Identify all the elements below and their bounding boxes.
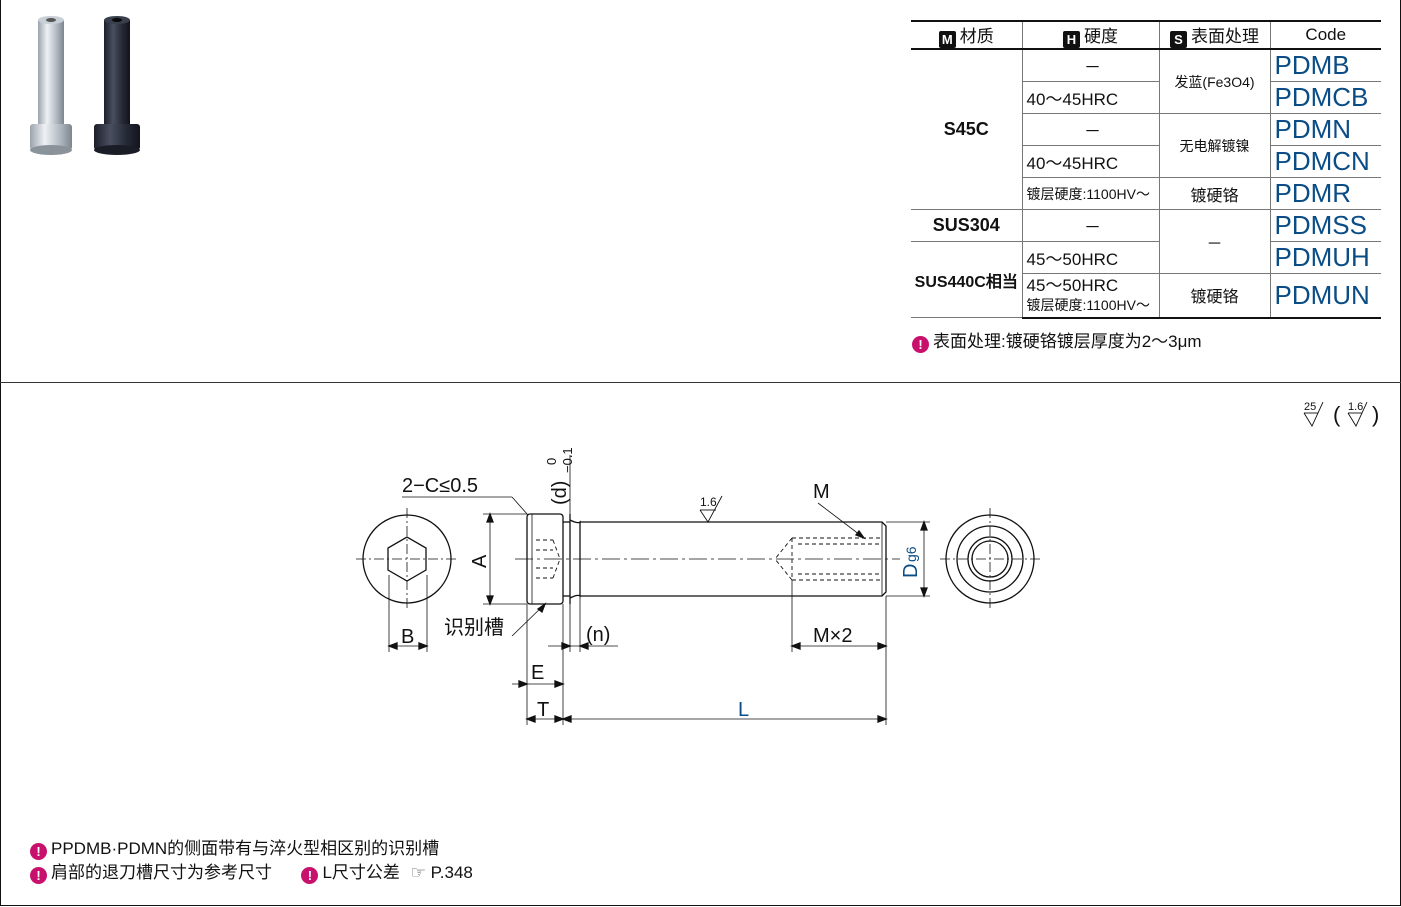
hardness-badge: H <box>1063 31 1080 48</box>
code-cell: PDMUN <box>1270 273 1381 319</box>
material-s45c: S45C <box>911 49 1023 210</box>
d-tolerance-top: 0 <box>544 458 559 465</box>
header-hardness-label: 硬度 <box>1084 27 1118 46</box>
code-cell: PDMCB <box>1270 81 1381 114</box>
d-label: (d) <box>549 481 571 505</box>
table-note: !表面处理:镀硬铬镀层厚度为2～3μm <box>912 327 1202 353</box>
page-ref-icon: ☞ <box>410 863 426 882</box>
hardness-plating: 镀层硬度:1100HV～ <box>1026 296 1150 313</box>
table-row: SUS304 － － PDMSS <box>911 209 1381 274</box>
surface-symbol-paren-close: ) <box>1372 402 1379 427</box>
header-code-label: Code <box>1305 25 1347 44</box>
a-label: A <box>469 554 491 568</box>
surface-cell: 镀硬铬 <box>1159 273 1271 319</box>
code-cell: PDMUH <box>1270 241 1381 274</box>
hardness-cell: － <box>1022 209 1160 242</box>
n-label: (n) <box>586 624 610 646</box>
hardness-cell: 45～50HRC <box>1022 241 1160 274</box>
b-label: B <box>401 626 414 648</box>
footer-note-2-text: 肩部的退刀槽尺寸为参考尺寸 <box>51 863 272 882</box>
product-photo <box>30 16 140 155</box>
footer-note-1: !PPDMB·PDMN的侧面带有与淬火型相区别的识别槽 <box>30 834 439 860</box>
table-note-text: 表面处理:镀硬铬镀层厚度为2～3μm <box>933 332 1202 351</box>
D-label: D <box>900 564 922 578</box>
surface-cell: 发蓝(Fe3O4) <box>1159 49 1271 114</box>
mx2-label: M×2 <box>813 625 852 647</box>
table-row: SUS440C相当 45～50HRC PDMUH <box>911 241 1381 318</box>
surface-cell: 镀硬铬 <box>1159 177 1271 210</box>
table-row: 40～45HRC PDMCB <box>911 81 1381 114</box>
footer-note-1-text: PPDMB·PDMN的侧面带有与淬火型相区别的识别槽 <box>51 839 440 858</box>
groove-label: 识别槽 <box>444 616 504 639</box>
chamfer-label: 2−C≤0.5 <box>402 475 478 497</box>
info-icon: ! <box>301 867 319 884</box>
surface-symbol-paren: 1.6 <box>1348 401 1363 413</box>
table-row: － 无电解镀镍 PDMN <box>911 113 1381 178</box>
page-ref-link[interactable]: P.348 <box>430 863 473 882</box>
roughness-label: 1.6 <box>700 495 717 509</box>
hardness-value: 45～50HRC <box>1026 275 1119 295</box>
material-sus440c: SUS440C相当 <box>911 241 1023 318</box>
d-tolerance-bottom: −0.1 <box>560 447 575 473</box>
surface-symbol-paren-open: ( <box>1333 402 1341 427</box>
hardness-cell: 40～45HRC <box>1022 145 1160 178</box>
code-cell: PDMB <box>1270 49 1381 82</box>
section-divider <box>0 382 1401 383</box>
code-cell: PDMN <box>1270 113 1381 146</box>
D-subscript: g6 <box>903 546 919 562</box>
t-label: T <box>537 699 549 721</box>
m-label: M <box>813 481 830 503</box>
surface-badge: S <box>1170 31 1187 48</box>
surface-symbol-main: 25 <box>1304 401 1316 413</box>
code-cell: PDMR <box>1270 177 1381 210</box>
hardness-cell: 40～45HRC <box>1022 81 1160 114</box>
header-code: Code <box>1270 20 1381 50</box>
e-label: E <box>531 662 544 684</box>
code-cell: PDMCN <box>1270 145 1381 178</box>
hardness-cell: － <box>1022 113 1160 146</box>
info-icon: ! <box>30 867 47 884</box>
code-cell: PDMSS <box>1270 209 1381 242</box>
hardness-cell: 镀层硬度:1100HV～ <box>1022 177 1160 210</box>
table-row: 40～45HRC PDMCN <box>911 145 1381 178</box>
header-material-label: 材质 <box>959 27 994 46</box>
surface-cell: 无电解镀镍 <box>1159 113 1271 178</box>
table-row: 镀层硬度:1100HV～ 镀硬铬 PDMR <box>911 177 1381 210</box>
footer-note-2: !肩部的退刀槽尺寸为参考尺寸 !L尺寸公差 ☞ P.348 <box>30 858 473 884</box>
surface-cell: － <box>1159 209 1271 274</box>
material-badge: M <box>938 31 956 48</box>
info-icon: ! <box>30 843 47 860</box>
table-row: S45C － 发蓝(Fe3O4) PDMB <box>911 49 1381 210</box>
header-surface-label: 表面处理 <box>1191 27 1259 46</box>
l-label: L <box>738 699 749 721</box>
info-icon: ! <box>912 336 929 353</box>
hardness-cell: － <box>1022 49 1160 82</box>
footer-note-3-text: L尺寸公差 <box>322 863 400 882</box>
material-sus304: SUS304 <box>911 209 1023 242</box>
